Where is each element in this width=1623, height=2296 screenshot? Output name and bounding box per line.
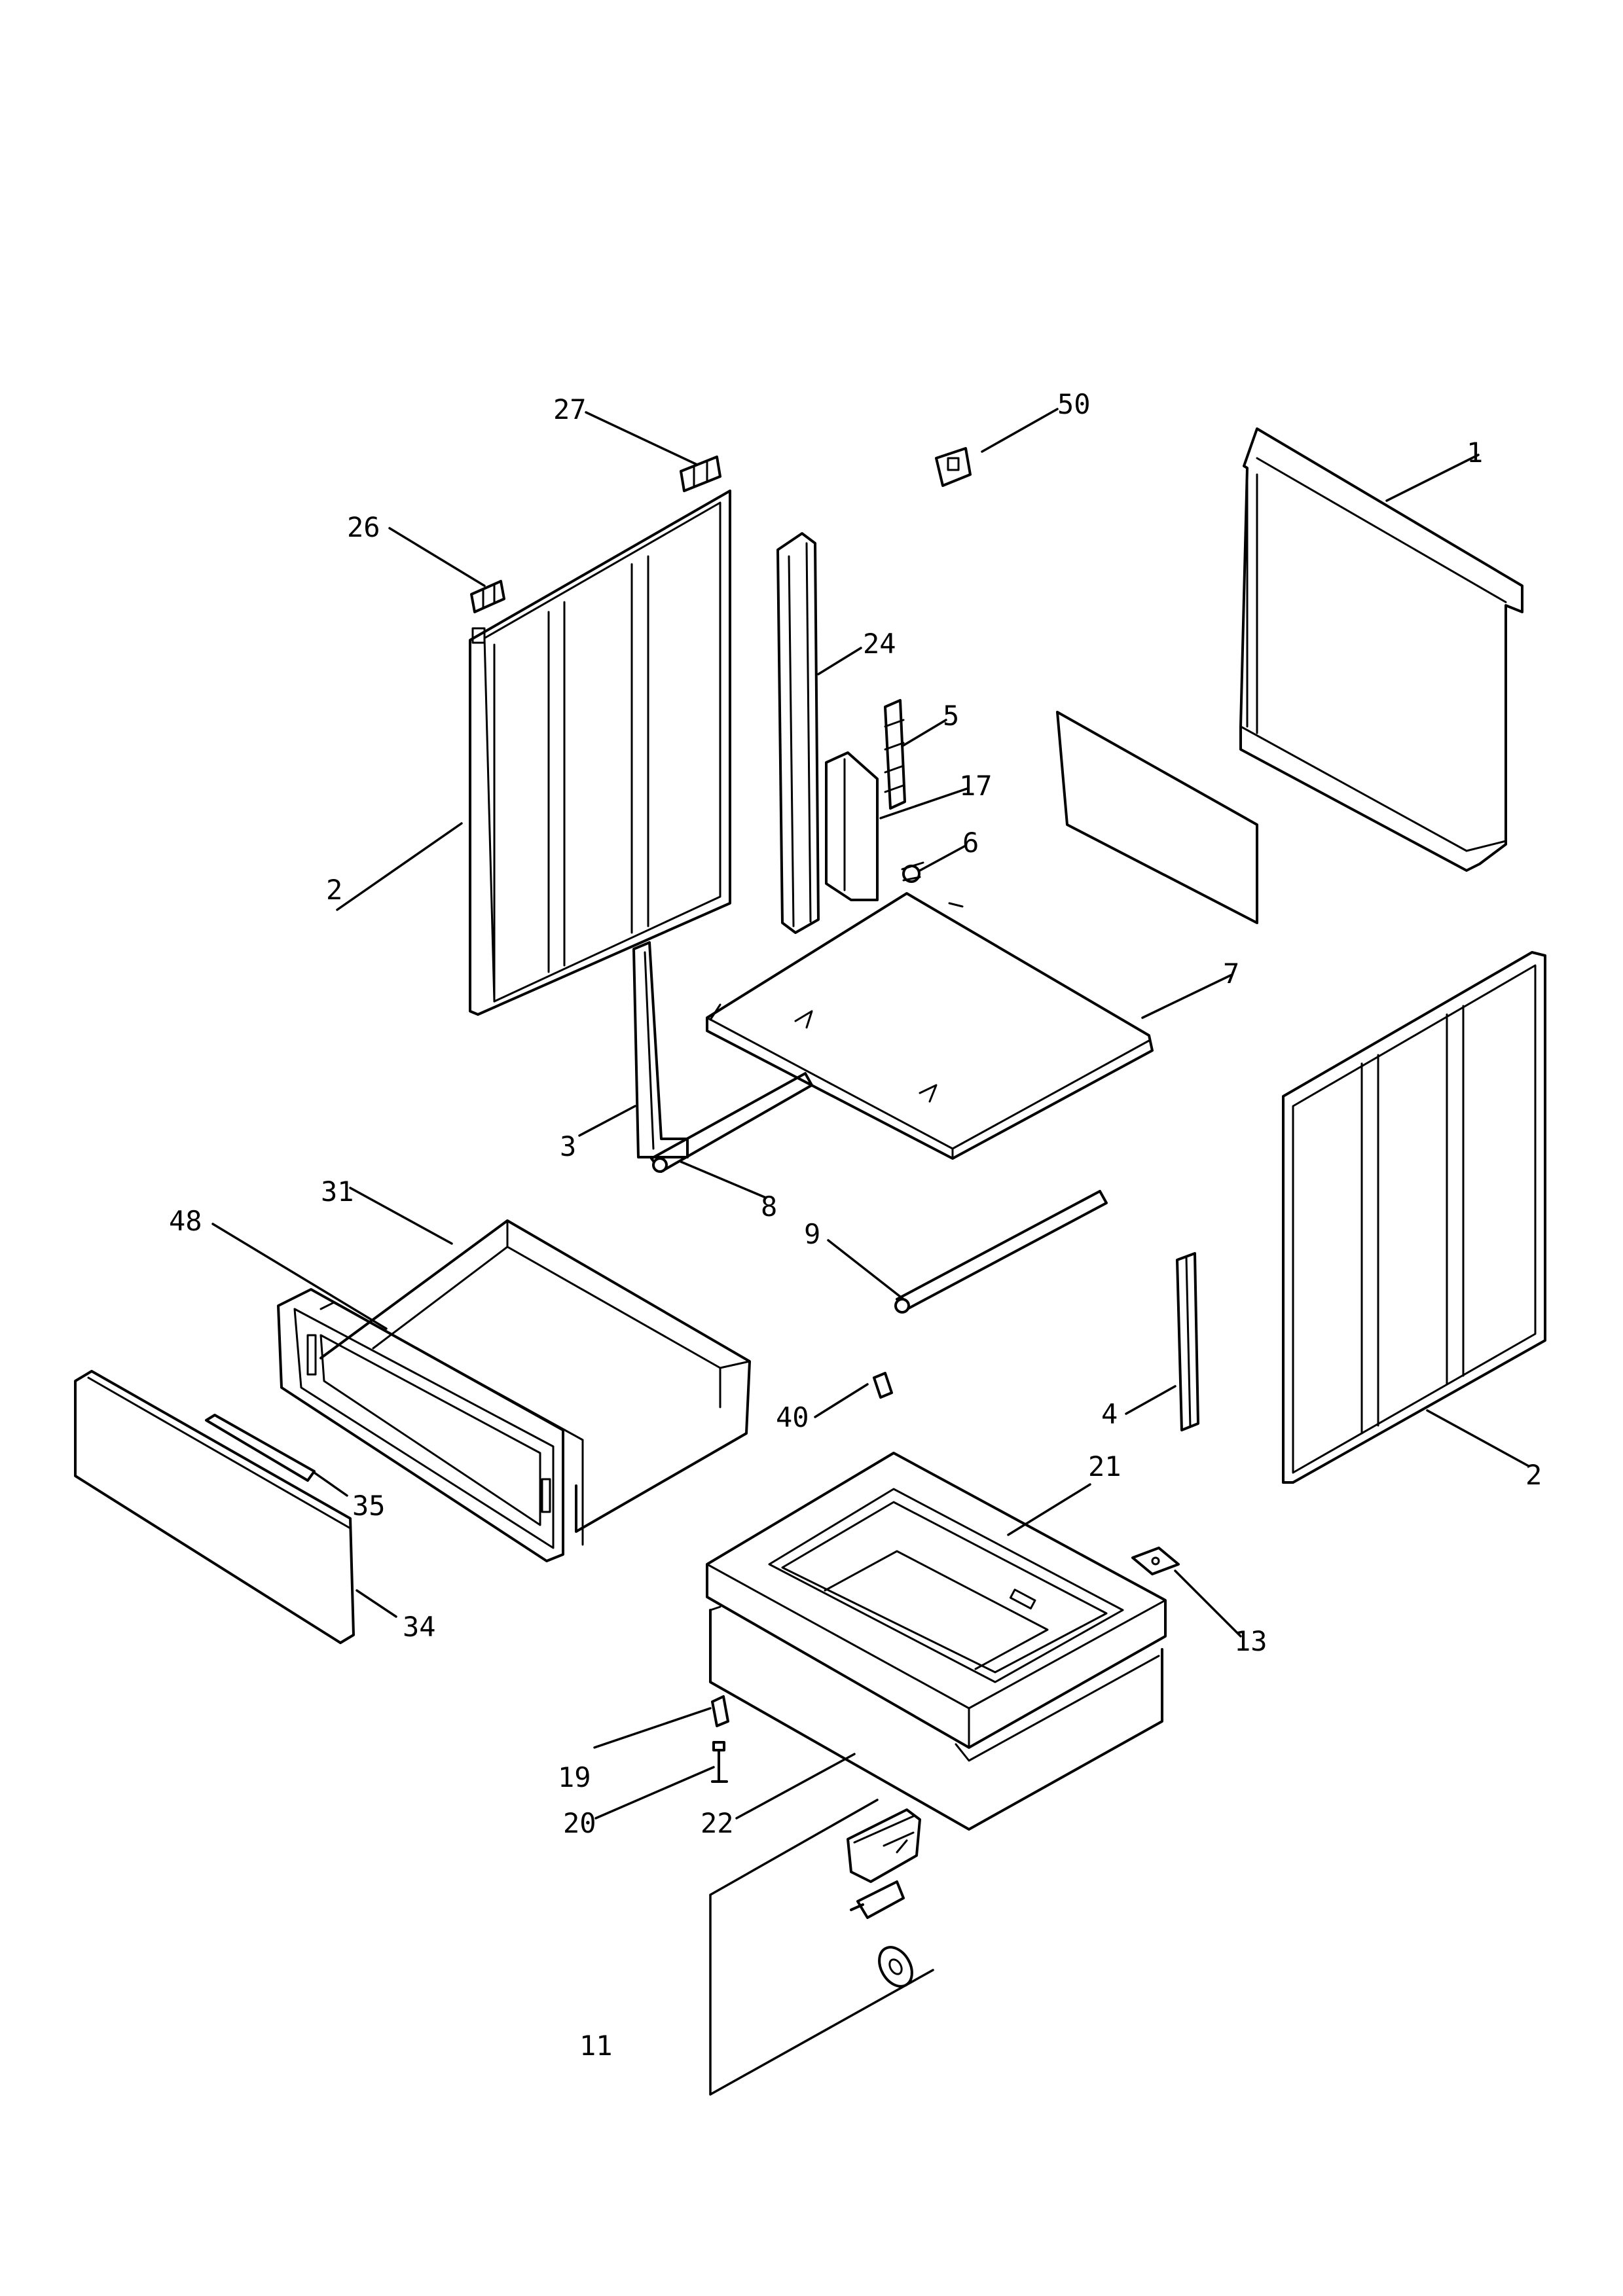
label-19: 19 bbox=[558, 1761, 591, 1793]
label-13: 13 bbox=[1234, 1625, 1267, 1657]
part-34-drawer-front bbox=[74, 1370, 355, 1644]
callout-labels: 1 2 2 3 4 5 6 7 8 9 11 13 17 19 20 21 22… bbox=[169, 388, 1542, 2062]
part-50-switch bbox=[935, 447, 972, 487]
part-1-rear-panel bbox=[1239, 427, 1523, 872]
part-24-vertical-rail bbox=[776, 532, 820, 934]
label-9: 9 bbox=[804, 1218, 820, 1250]
label-50: 50 bbox=[1057, 388, 1091, 420]
part-26-hinge-bracket bbox=[470, 580, 505, 613]
part-11-foot-assembly bbox=[709, 1799, 934, 2096]
label-22: 22 bbox=[701, 1807, 734, 1839]
label-31: 31 bbox=[321, 1175, 354, 1208]
label-11: 11 bbox=[579, 2030, 613, 2062]
part-2-left-side-panel bbox=[469, 490, 731, 1016]
inner-panel bbox=[1056, 711, 1258, 924]
part-21-base-frame bbox=[706, 1452, 1167, 1749]
label-27: 27 bbox=[553, 393, 587, 425]
label-2-left: 2 bbox=[326, 874, 342, 906]
part-19-clip bbox=[711, 1695, 729, 1727]
part-3-support bbox=[632, 941, 689, 1158]
label-6: 6 bbox=[962, 827, 979, 859]
part-9-rail bbox=[894, 1190, 1108, 1314]
label-21: 21 bbox=[1088, 1450, 1122, 1482]
label-3: 3 bbox=[560, 1130, 576, 1162]
label-48: 48 bbox=[169, 1205, 202, 1237]
label-26: 26 bbox=[347, 511, 380, 543]
label-17: 17 bbox=[959, 770, 993, 802]
label-5: 5 bbox=[943, 700, 959, 732]
part-5-terminal-block bbox=[884, 699, 906, 810]
part-20-foot-pin bbox=[711, 1741, 728, 1783]
label-24: 24 bbox=[863, 628, 896, 660]
label-40: 40 bbox=[776, 1401, 809, 1433]
part-13-bracket bbox=[1131, 1547, 1180, 1575]
part-6-fitting bbox=[901, 861, 924, 883]
label-7: 7 bbox=[1223, 958, 1239, 990]
label-8: 8 bbox=[761, 1191, 777, 1223]
label-4: 4 bbox=[1101, 1398, 1118, 1430]
part-40-clip bbox=[873, 1372, 893, 1399]
label-34: 34 bbox=[403, 1611, 436, 1643]
label-20: 20 bbox=[563, 1807, 596, 1839]
part-2-right-side-panel bbox=[1282, 951, 1546, 1484]
label-35: 35 bbox=[352, 1490, 386, 1522]
part-35-handle bbox=[205, 1414, 316, 1482]
label-2-right: 2 bbox=[1525, 1459, 1542, 1491]
leader-lines bbox=[211, 408, 1530, 1820]
part-4-support bbox=[1176, 1252, 1199, 1431]
part-7-top-panel bbox=[706, 892, 1154, 1160]
part-22-base-plinth bbox=[709, 1605, 1163, 1831]
part-17-shield-plate bbox=[825, 751, 879, 901]
part-48-drawer-frame bbox=[277, 1288, 584, 1562]
part-27-hinge-bracket bbox=[680, 456, 721, 492]
label-1: 1 bbox=[1467, 437, 1483, 469]
part-31-drawer-box bbox=[319, 1219, 751, 1533]
part-8-rail bbox=[650, 1072, 813, 1173]
